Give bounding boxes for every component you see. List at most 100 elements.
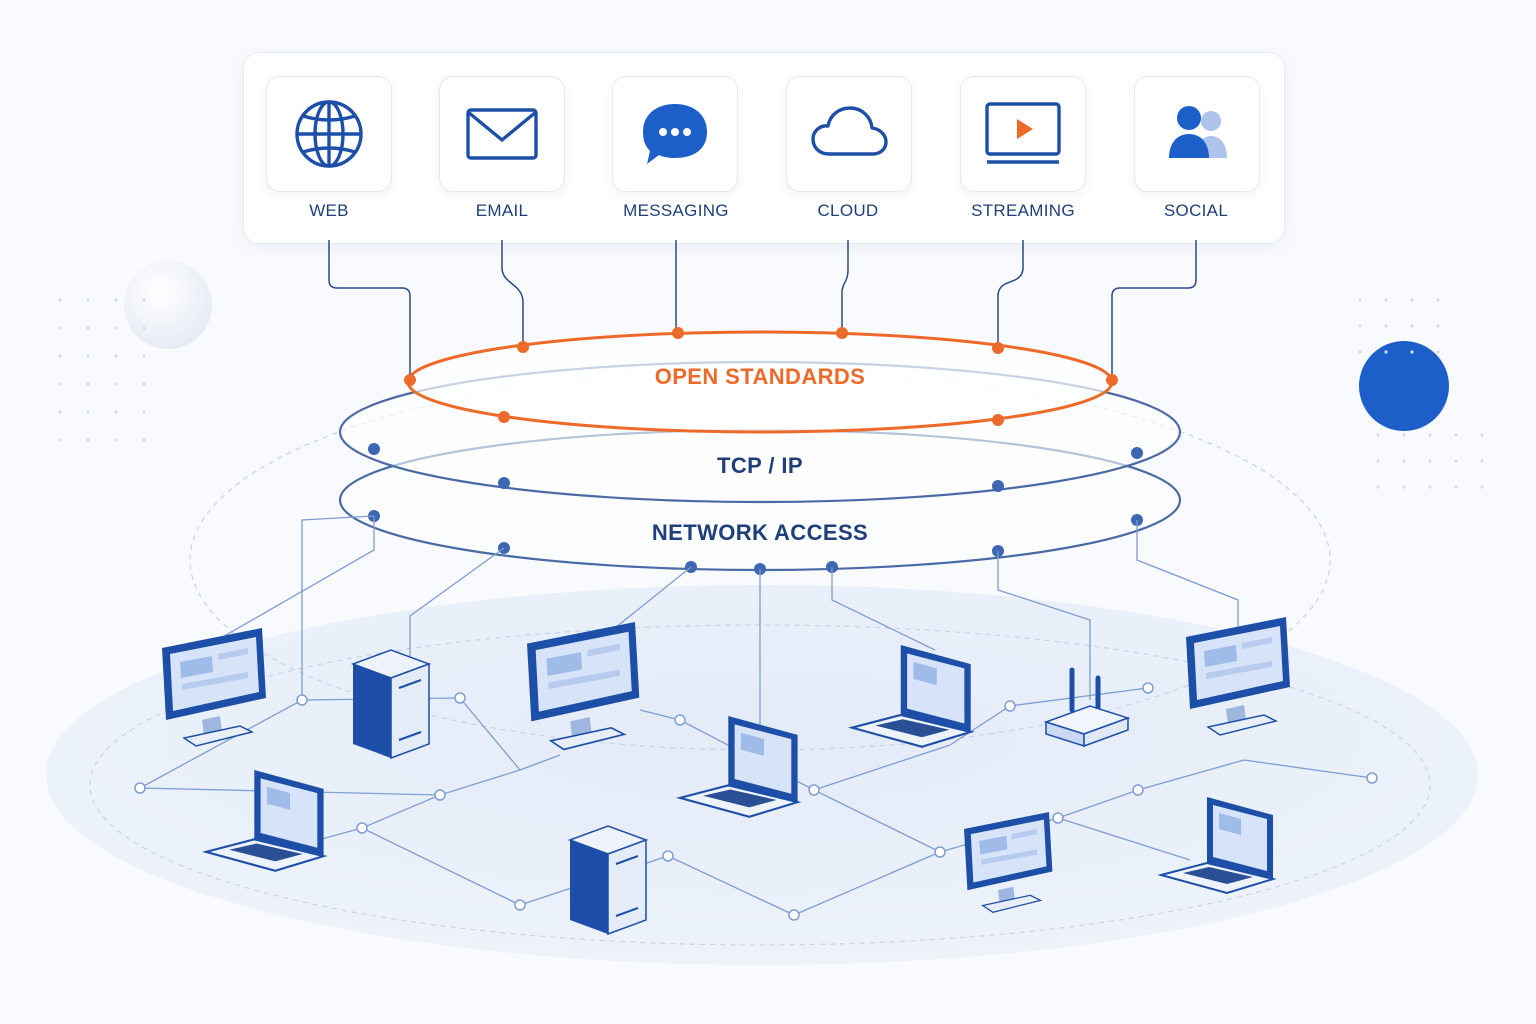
tcp-ip-label: TCP / IP: [717, 453, 803, 478]
messaging-label: MESSAGING: [623, 201, 729, 220]
streaming-card[interactable]: [960, 76, 1086, 192]
decorative-blue-dot: [1359, 341, 1449, 431]
floor-node: [1052, 812, 1064, 824]
web-card[interactable]: [266, 76, 392, 192]
grid-dot: [1402, 433, 1406, 437]
connector-streaming: [997, 240, 1024, 348]
grid-dot: [1480, 485, 1484, 489]
ring-node: [498, 477, 510, 489]
grid-dot: [1358, 350, 1362, 354]
grid-dot: [58, 326, 62, 330]
grid-dot: [1428, 433, 1432, 437]
grid-dot: [1402, 459, 1406, 463]
grid-dot: [142, 410, 146, 414]
floor-node: [934, 846, 946, 858]
laptop-8: [201, 770, 328, 872]
grid-dot: [142, 298, 146, 302]
floor-node: [1142, 682, 1154, 694]
floor-link: [1136, 520, 1239, 640]
grid-dot: [1410, 350, 1414, 354]
cloud-card[interactable]: [786, 76, 912, 192]
floor-link: [997, 551, 1091, 700]
ring-node: [404, 374, 416, 386]
grid-dot: [1480, 433, 1484, 437]
email-card[interactable]: [439, 76, 565, 192]
grid-dot: [1358, 324, 1362, 328]
floor-node: [296, 694, 308, 706]
grid-dot: [1402, 485, 1406, 489]
connector-web: [328, 240, 411, 380]
grid-dot: [114, 382, 118, 386]
grid-dot: [86, 298, 90, 302]
streaming-label: STREAMING: [971, 201, 1075, 220]
desktop-3: [527, 622, 640, 751]
floor-node: [514, 899, 526, 911]
floor-link: [409, 547, 505, 680]
play-screen-icon: [985, 102, 1061, 164]
floor-node: [454, 692, 466, 704]
floor-link: [301, 515, 375, 700]
users-icon: [1169, 106, 1227, 158]
connector-social: [1111, 240, 1197, 380]
email-label: EMAIL: [475, 201, 529, 220]
grid-dot: [58, 382, 62, 386]
grid-dot: [114, 326, 118, 330]
floor-node: [356, 822, 368, 834]
desktop-6: [1186, 617, 1290, 736]
grid-dot: [142, 438, 146, 442]
floor-node: [434, 789, 446, 801]
floor-node: [1366, 772, 1378, 784]
laptop-11: [1157, 797, 1277, 895]
social-label: SOCIAL: [1163, 201, 1229, 220]
grid-dot: [114, 438, 118, 442]
floor-node: [662, 850, 674, 862]
ring-node: [992, 414, 1004, 426]
messaging-card[interactable]: [612, 76, 738, 192]
network-access-label: NETWORK ACCESS: [651, 520, 869, 545]
laptop-4: [675, 716, 802, 818]
grid-dot: [1454, 485, 1458, 489]
cloud-label: CLOUD: [817, 201, 879, 220]
decorative-bubble: [124, 261, 212, 349]
envelope-icon: [466, 108, 538, 160]
dot-grid-right: [1376, 433, 1484, 489]
grid-dot: [1454, 459, 1458, 463]
floor-node: [788, 909, 800, 921]
grid-dot: [86, 382, 90, 386]
ring-node: [672, 327, 684, 339]
cloud-icon: [811, 106, 888, 156]
floor-links: [134, 515, 1378, 921]
floor-link: [831, 567, 936, 651]
grid-dot: [1480, 459, 1484, 463]
ring-node: [836, 327, 848, 339]
ring-node: [498, 411, 510, 423]
grid-dot: [142, 326, 146, 330]
grid-dot: [1376, 485, 1380, 489]
devices: [162, 617, 1290, 936]
grid-dot: [1358, 298, 1362, 302]
grid-dot: [86, 354, 90, 358]
grid-dot: [142, 354, 146, 358]
social-card[interactable]: [1134, 76, 1260, 192]
dot-grid-left: [58, 298, 146, 442]
floor-link: [139, 697, 522, 796]
floor-node: [674, 714, 686, 726]
web-label: WEB: [309, 201, 349, 220]
service-connectors: [328, 240, 1197, 380]
grid-dot: [114, 298, 118, 302]
grid-dot: [58, 298, 62, 302]
floor-node: [1132, 784, 1144, 796]
ring-node: [1131, 447, 1143, 459]
grid-dot: [86, 438, 90, 442]
grid-dot: [1436, 350, 1440, 354]
grid-dot: [142, 382, 146, 386]
grid-dot: [1428, 459, 1432, 463]
grid-dot: [114, 354, 118, 358]
grid-dot: [1376, 433, 1380, 437]
floor-node: [808, 784, 820, 796]
ring-node: [368, 443, 380, 455]
grid-dot: [1384, 298, 1388, 302]
connector-cloud: [841, 240, 849, 333]
desktop-1: [162, 628, 266, 747]
